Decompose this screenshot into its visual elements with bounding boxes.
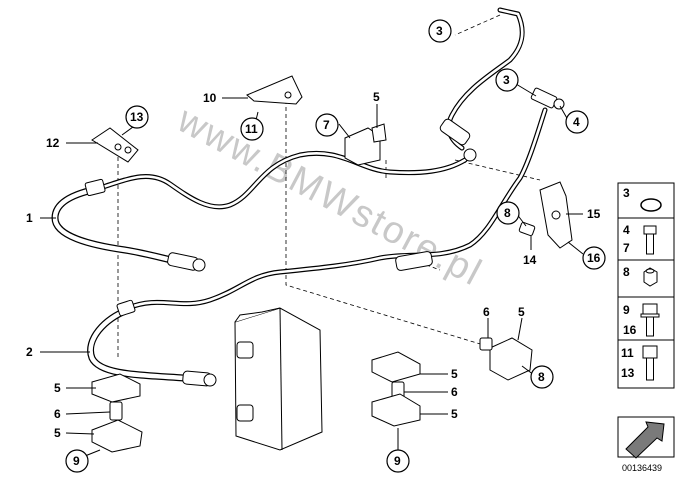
svg-text:13: 13 <box>130 110 144 124</box>
direction-arrow-icon <box>617 416 675 459</box>
callout-9-middle: 9 <box>386 449 410 473</box>
oil-cooler <box>234 307 323 451</box>
flange-bolt-icon <box>640 303 660 337</box>
callout-14: 14 <box>523 253 537 267</box>
callout-2: 2 <box>26 345 33 359</box>
callout-7: 7 <box>315 113 339 137</box>
svg-text:6: 6 <box>451 385 458 399</box>
legend-row-8: 8 <box>623 265 658 287</box>
svg-text:4: 4 <box>623 223 630 237</box>
svg-text:5: 5 <box>518 305 525 319</box>
svg-text:5: 5 <box>373 90 380 104</box>
callout-3-top: 3 <box>428 19 452 43</box>
svg-text:9: 9 <box>623 303 630 317</box>
svg-text:8: 8 <box>623 265 630 279</box>
clip-7 <box>344 123 387 166</box>
svg-text:5: 5 <box>54 381 61 395</box>
callout-16: 16 <box>582 246 606 270</box>
svg-text:6: 6 <box>483 305 490 319</box>
legend-row-11-13: 11 13 <box>621 345 658 381</box>
nut-icon <box>643 267 658 287</box>
legend-row-4-7: 4 7 <box>623 223 657 255</box>
svg-text:2: 2 <box>26 345 33 359</box>
clamp-set-left <box>91 373 143 453</box>
callout-11: 11 <box>240 117 264 141</box>
svg-text:1: 1 <box>26 211 33 225</box>
callout-13: 13 <box>125 105 149 129</box>
bracket-12 <box>91 127 139 163</box>
callout-8-clip: 8 <box>496 201 520 225</box>
callout-6-left: 6 <box>54 407 61 421</box>
seal-ring-icon <box>640 198 662 212</box>
svg-text:6: 6 <box>54 407 61 421</box>
callout-6-right: 6 <box>483 305 490 319</box>
oil-cooler-hose-2 <box>87 107 548 387</box>
svg-text:16: 16 <box>623 323 637 337</box>
svg-text:16: 16 <box>587 251 601 265</box>
callout-15: 15 <box>587 207 601 221</box>
svg-text:13: 13 <box>621 366 635 380</box>
callout-1: 1 <box>26 211 33 225</box>
clamp-set-middle <box>371 351 421 427</box>
svg-text:10: 10 <box>203 91 217 105</box>
oil-cooler-hose-1 <box>51 150 468 272</box>
svg-text:11: 11 <box>621 346 634 360</box>
legend-row-3: 3 <box>623 186 662 212</box>
svg-text:8: 8 <box>504 206 511 220</box>
diagram-code: 00136439 <box>622 463 662 473</box>
callout-9-left: 9 <box>65 449 89 473</box>
svg-text:7: 7 <box>323 118 330 132</box>
clamp-set-right <box>479 337 533 381</box>
svg-text:15: 15 <box>587 207 601 221</box>
callout-5-mid-lower: 5 <box>451 407 458 421</box>
svg-text:12: 12 <box>46 136 60 150</box>
parts-legend: 3 4 7 8 9 16 <box>617 182 675 389</box>
callout-10: 10 <box>203 91 217 105</box>
leader-lines <box>40 83 584 459</box>
callout-3-fitting: 3 <box>495 68 519 92</box>
callout-5-left-lower: 5 <box>54 426 61 440</box>
bracket-10 <box>246 75 303 105</box>
callout-6-mid: 6 <box>451 385 458 399</box>
svg-text:11: 11 <box>245 122 258 136</box>
clip-15 <box>518 181 573 249</box>
callout-8-right: 8 <box>530 365 554 389</box>
callout-5-left-upper: 5 <box>54 381 61 395</box>
svg-text:5: 5 <box>54 426 61 440</box>
oil-pipe-upper <box>439 7 525 162</box>
svg-text:5: 5 <box>451 407 458 421</box>
svg-text:3: 3 <box>623 186 630 200</box>
svg-text:9: 9 <box>73 454 80 468</box>
svg-text:3: 3 <box>436 24 443 38</box>
svg-text:8: 8 <box>538 370 545 384</box>
svg-text:14: 14 <box>523 253 537 267</box>
svg-text:7: 7 <box>623 241 630 255</box>
bolt-icon <box>643 225 657 255</box>
svg-text:4: 4 <box>573 115 580 129</box>
callout-4: 4 <box>565 110 589 134</box>
svg-text:3: 3 <box>503 73 510 87</box>
pipe-fitting <box>530 87 565 110</box>
svg-text:9: 9 <box>394 454 401 468</box>
svg-text:5: 5 <box>451 367 458 381</box>
legend-row-9-16: 9 16 <box>623 303 660 337</box>
callout-5-clip-right: 5 <box>518 305 525 319</box>
callout-5-mid-upper: 5 <box>451 367 458 381</box>
callout-5-clip-top: 5 <box>373 90 380 104</box>
hex-bolt-icon <box>642 345 658 381</box>
callout-12: 12 <box>46 136 60 150</box>
